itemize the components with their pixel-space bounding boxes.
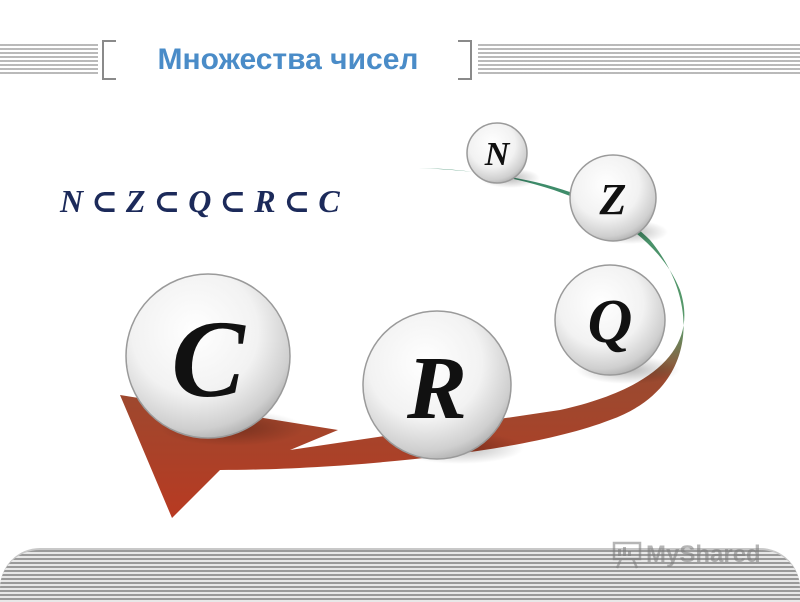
subset-formula: N ⊂ Z ⊂ Q ⊂ R ⊂ C [60, 183, 340, 219]
set-letter-z: Z [599, 175, 627, 224]
set-ball-n: N [466, 122, 540, 188]
set-letter-q: Q [588, 288, 633, 356]
set-ball-r: R [362, 310, 524, 464]
set-letter-n: N [484, 136, 511, 173]
header-stripes-right [478, 44, 800, 76]
footer-bar [0, 548, 800, 602]
watermark-text: MyShared [646, 541, 761, 568]
presentation-board-icon [612, 541, 642, 569]
slide-title: Множества чисел [157, 43, 419, 76]
set-ball-c: C [125, 273, 304, 446]
set-letter-r: R [406, 339, 467, 438]
title-bracket-left [102, 40, 116, 80]
watermark: MyShared [612, 540, 761, 570]
header-stripes-left [0, 44, 98, 76]
set-letter-c: C [171, 298, 246, 420]
title-bracket-right [458, 40, 472, 80]
set-ball-q: Q [554, 264, 680, 384]
set-ball-z: Z [569, 154, 668, 244]
